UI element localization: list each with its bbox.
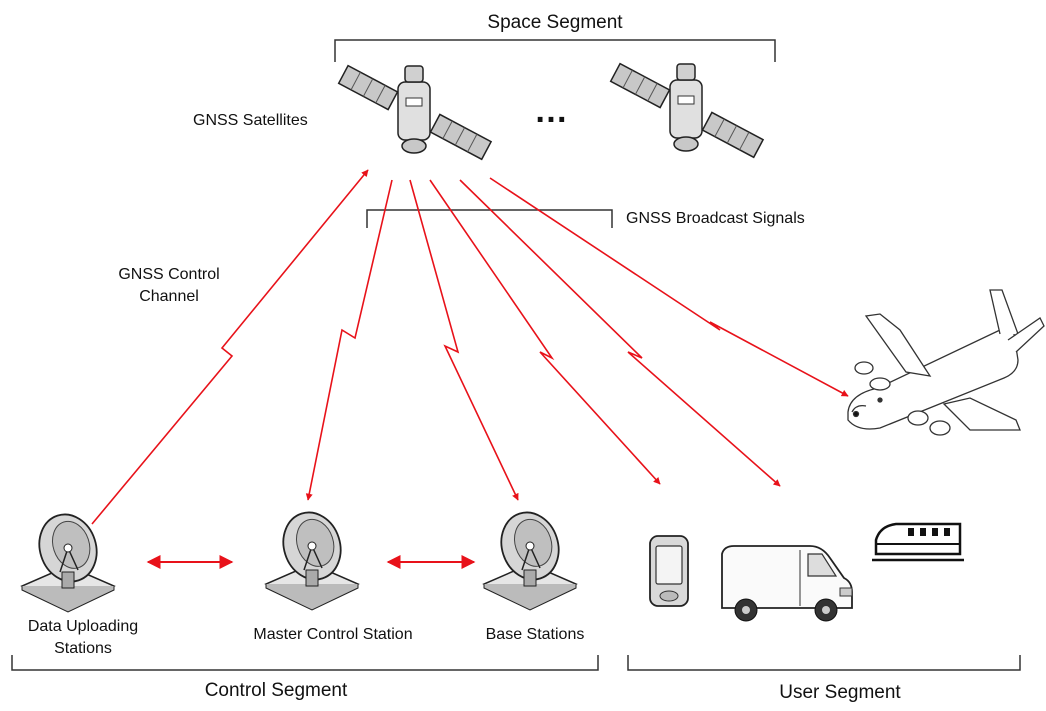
signal-to-master-control xyxy=(305,179,393,501)
user-segment-bracket xyxy=(627,655,1021,671)
satellite-dish-icon xyxy=(482,511,578,611)
space-segment-label: Space Segment xyxy=(487,12,623,33)
handheld-device-icon xyxy=(649,535,689,607)
signal-to-airplane xyxy=(489,177,849,397)
train-icon xyxy=(872,522,964,562)
signal-to-base-stations xyxy=(409,179,519,501)
base-stations-label: Base Stations xyxy=(485,626,585,643)
satellite-icon xyxy=(337,64,493,161)
van-icon xyxy=(721,545,853,622)
satellite-dish-icon xyxy=(20,513,116,613)
user-segment-label: User Segment xyxy=(779,682,901,703)
control-channel-line1: GNSS Control xyxy=(118,266,220,283)
signal-to-handheld xyxy=(429,179,661,485)
broadcast-signals-label: GNSS Broadcast Signals xyxy=(626,210,805,227)
data-uploading-line1: Data Uploading xyxy=(27,618,139,635)
space-segment-bracket xyxy=(334,39,776,62)
control-channel-line2: Channel xyxy=(139,288,199,305)
broadcast-signals-bracket xyxy=(366,209,613,228)
data-uploading-line2: Stations xyxy=(54,640,112,657)
airplane-icon xyxy=(847,289,1045,436)
satellite-dish-icon xyxy=(264,511,360,611)
data-uploading-stations-label: Data Uploading Stations xyxy=(8,616,158,660)
satellite-icon xyxy=(609,62,765,159)
control-segment-bracket xyxy=(11,655,599,671)
master-control-station-label: Master Control Station xyxy=(253,626,413,643)
control-channel-label: GNSS Control Channel xyxy=(104,264,234,308)
gnss-satellites-label: GNSS Satellites xyxy=(193,112,308,129)
ellipsis-label: … xyxy=(534,92,568,130)
control-segment-label: Control Segment xyxy=(204,680,348,701)
control-channel-signal xyxy=(91,169,369,525)
signal-to-van xyxy=(459,179,781,487)
